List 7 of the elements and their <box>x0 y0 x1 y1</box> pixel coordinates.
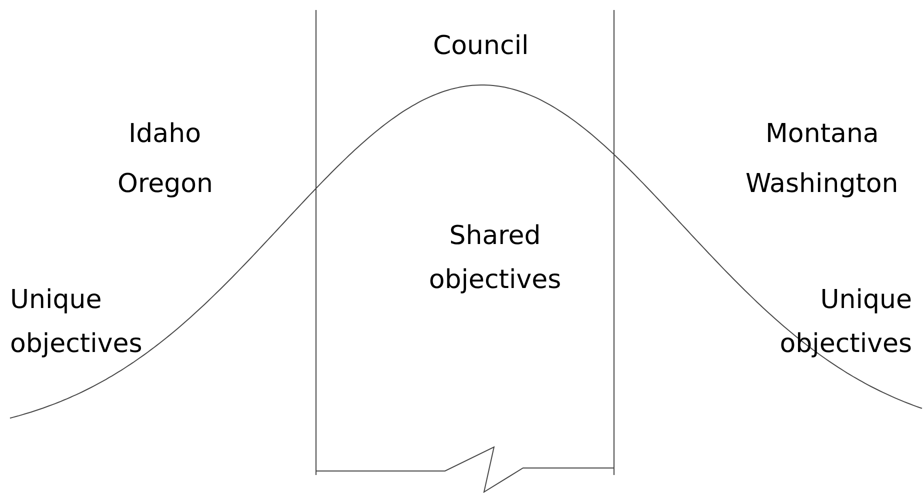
text-label: Oregon <box>118 168 213 201</box>
text-label: Unique objectives <box>10 284 144 361</box>
text-label: Council <box>433 30 529 63</box>
text-label: Montana <box>766 118 879 151</box>
text-label: Shared objectives <box>428 220 562 297</box>
text-label: Idaho <box>128 118 201 151</box>
text-label: Washington <box>746 168 898 201</box>
